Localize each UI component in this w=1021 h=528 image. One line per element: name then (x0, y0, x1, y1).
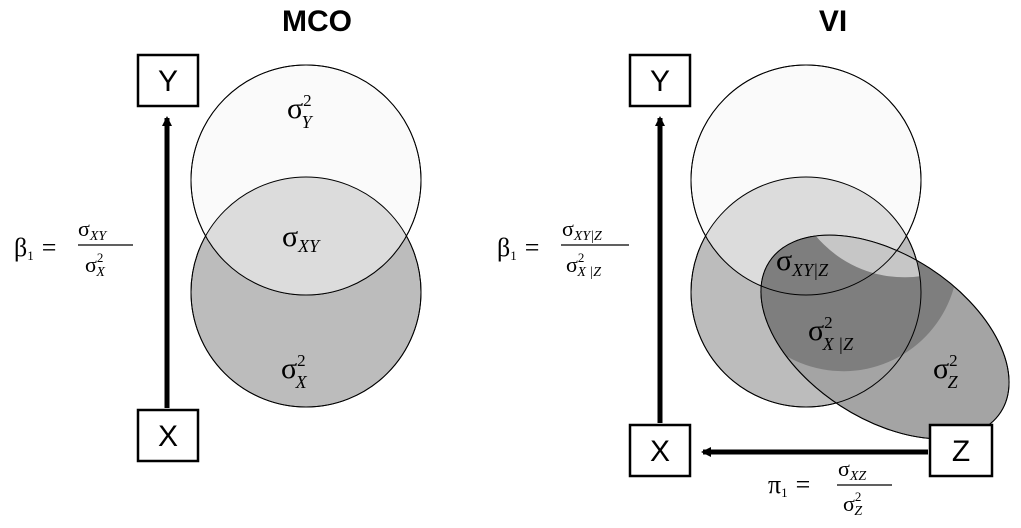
svg-text:σXY: σXY (78, 216, 108, 244)
vi-box-x-label: X (650, 435, 670, 468)
mco-overlap-xy (191, 177, 421, 295)
svg-text:σ2Z: σ2Z (843, 489, 862, 519)
svg-text:σXZ: σXZ (838, 456, 866, 484)
vi-box-y: Y (628, 53, 692, 108)
mco-box-y-label: Y (158, 65, 178, 98)
svg-text:σ2X: σ2X (85, 250, 105, 280)
vi-box-x: X (628, 423, 692, 478)
mco-box-x-label: X (158, 420, 178, 453)
vi-title: VI (819, 5, 847, 38)
svg-text:σ2X |Z: σ2X |Z (566, 250, 601, 280)
vi-box-y-label: Y (650, 65, 670, 98)
svg-text:β1=: β1= (497, 233, 539, 263)
mco-box-y: Y (136, 53, 200, 108)
vi-box-z-label: Z (952, 435, 970, 468)
vi-box-z: Z (928, 423, 994, 478)
mco-title: MCO (282, 5, 352, 38)
mco-box-x: X (136, 408, 200, 463)
svg-text:π1=: π1= (768, 470, 810, 500)
svg-text:σXY|Z: σXY|Z (562, 216, 602, 244)
vi-cov-xy-z-label: σXY|Z (776, 244, 829, 280)
mco-cov-xy-label: σXY (282, 220, 321, 256)
svg-text:β1=: β1= (14, 233, 56, 263)
